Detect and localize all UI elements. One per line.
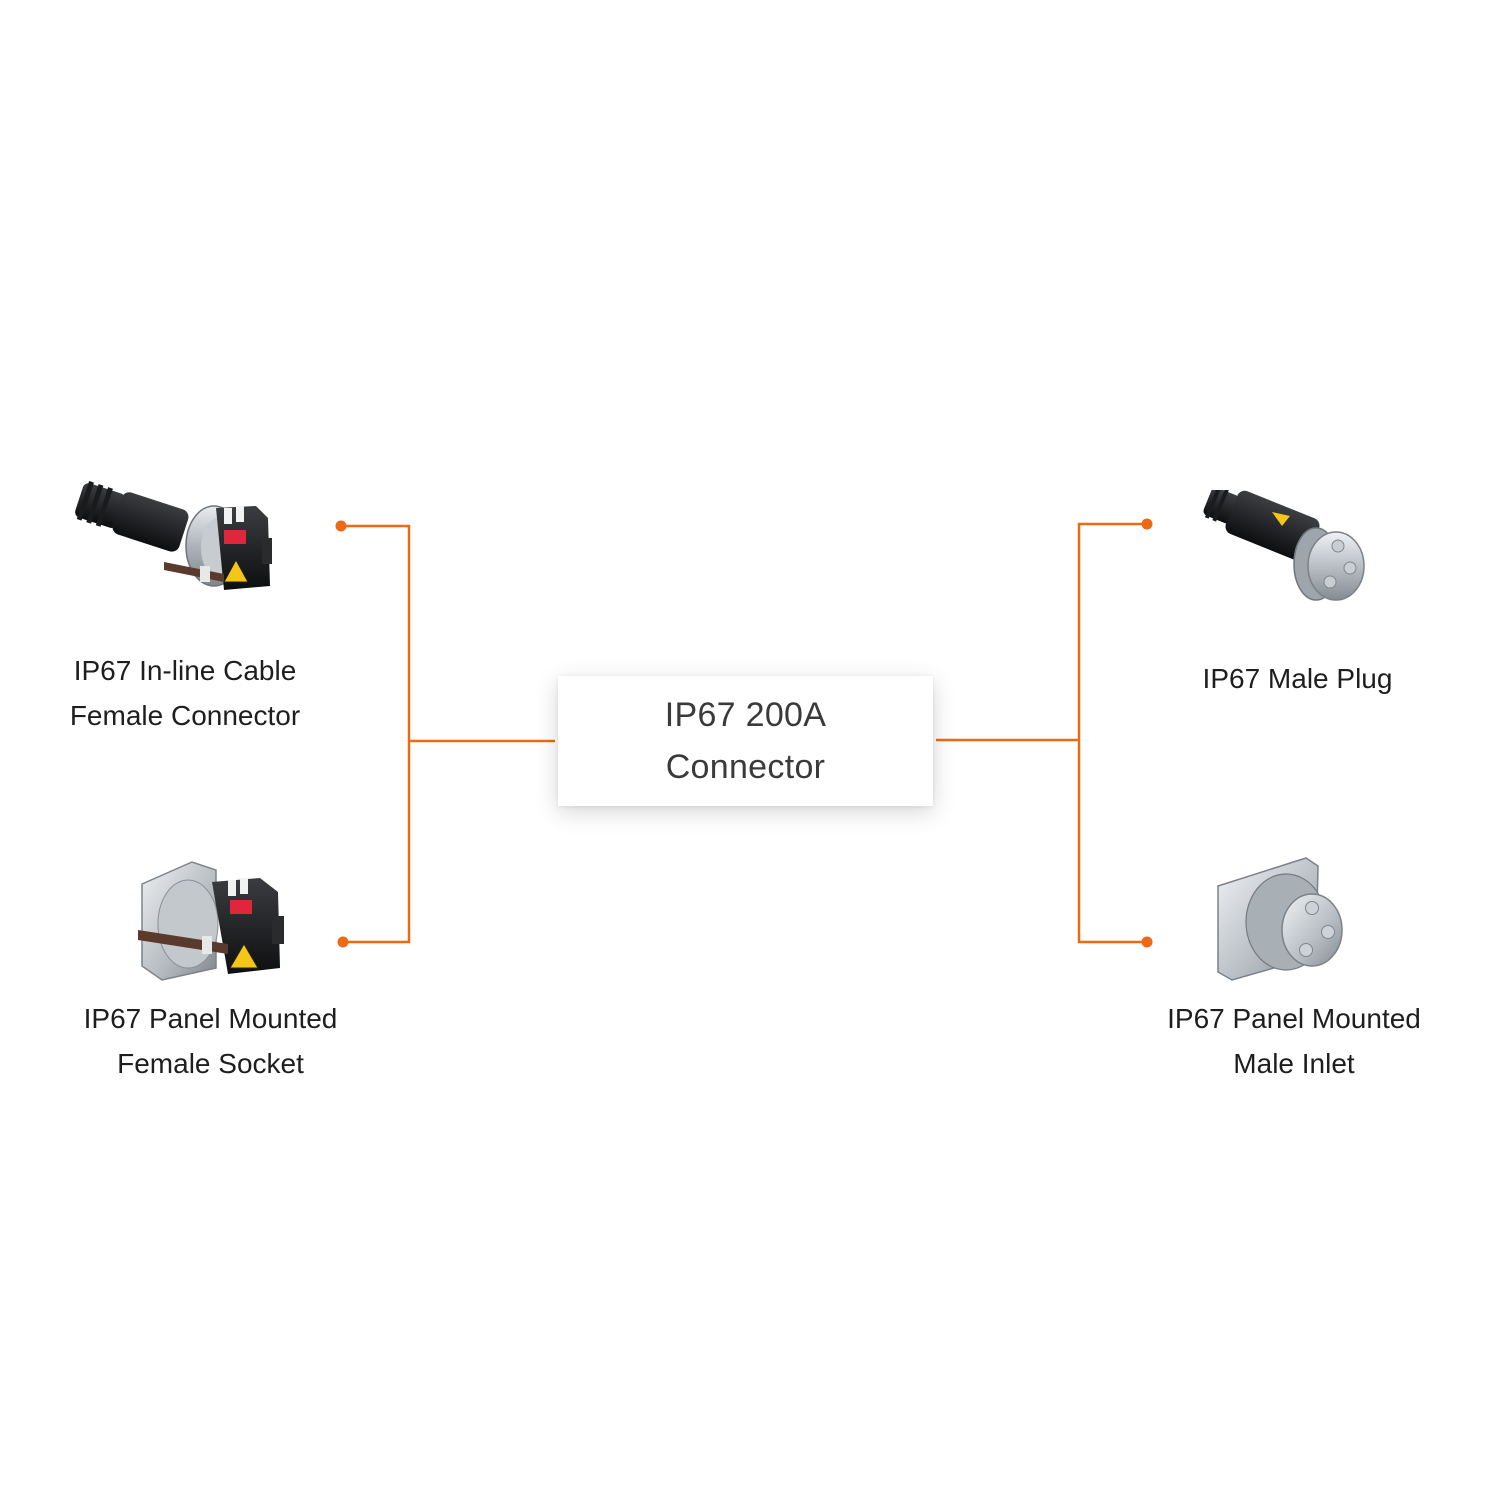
left-bracket-line	[341, 524, 411, 944]
panel-female-label-line1: IP67 Panel Mounted	[83, 1003, 338, 1034]
male-plug-label: IP67 Male Plug	[1150, 656, 1445, 701]
connector-dot	[337, 936, 349, 948]
connector-dot	[335, 520, 347, 532]
cable-female-connector-icon	[74, 478, 274, 603]
connector-dot	[1141, 936, 1153, 948]
panel-male-label-line1: IP67 Panel Mounted	[1167, 1003, 1421, 1034]
right-bracket-line	[1077, 522, 1147, 944]
panel-male-inlet-icon	[1212, 856, 1352, 981]
inline-female-label: IP67 In-line Cable Female Connector	[40, 648, 330, 738]
connector-dot	[1141, 518, 1153, 530]
panel-male-label-line2: Male Inlet	[1233, 1048, 1355, 1079]
panel-female-label: IP67 Panel Mounted Female Socket	[58, 996, 363, 1086]
male-plug-label-line1: IP67 Male Plug	[1202, 663, 1393, 694]
panel-male-label: IP67 Panel Mounted Male Inlet	[1138, 996, 1450, 1086]
center-connector-box: IP67 200A Connector	[558, 676, 933, 806]
panel-female-socket-icon	[132, 856, 292, 986]
inline-female-label-line2: Female Connector	[69, 700, 301, 731]
inline-female-label-line1: IP67 In-line Cable	[73, 655, 297, 686]
panel-female-label-line2: Female Socket	[117, 1048, 304, 1079]
center-title-line1: IP67 200A	[664, 696, 827, 734]
center-title-line2: Connector	[665, 748, 826, 786]
male-plug-icon	[1198, 490, 1373, 605]
